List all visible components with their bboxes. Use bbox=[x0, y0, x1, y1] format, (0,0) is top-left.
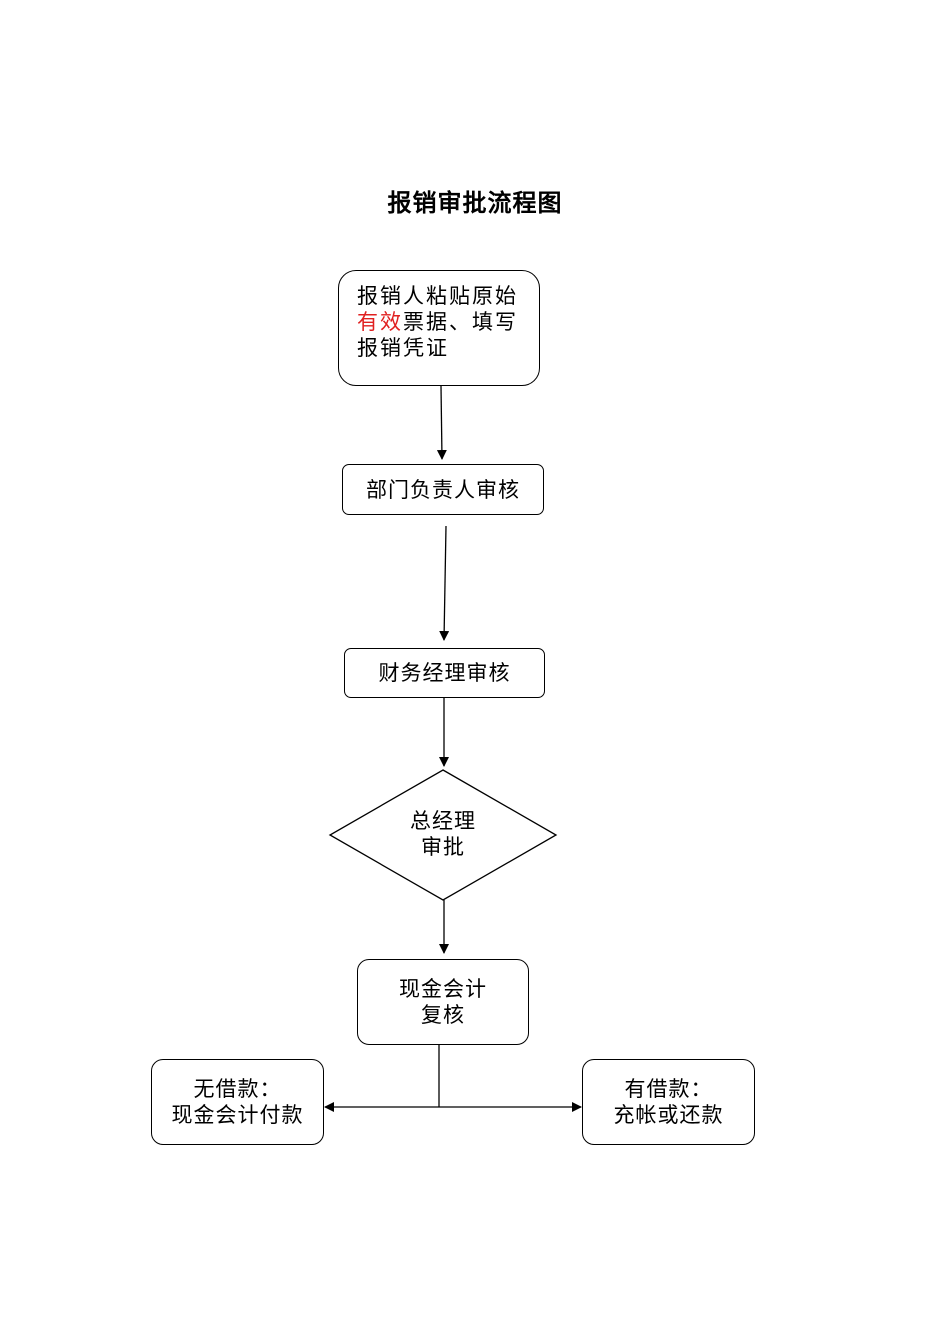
step-finance-review: 财务经理审核 bbox=[344, 648, 545, 698]
step-submit-line1: 报销人粘贴原始 bbox=[357, 284, 518, 308]
step-no-loan-line1: 无借款： bbox=[193, 1077, 282, 1101]
step-has-loan-settlement: 有借款： 充帐或还款 bbox=[582, 1059, 755, 1145]
step-has-loan-line2: 充帐或还款 bbox=[613, 1103, 724, 1127]
gm-approval-diamond bbox=[328, 769, 558, 901]
step-finance-review-label: 财务经理审核 bbox=[378, 661, 511, 685]
step-cashier-line1: 现金会计 bbox=[399, 977, 487, 1001]
arrow-start-to-dept bbox=[436, 385, 447, 460]
step-gm-approval: 总经理 审批 bbox=[370, 808, 516, 860]
step-submit-line3: 报销凭证 bbox=[357, 336, 449, 360]
step-no-loan-line2: 现金会计付款 bbox=[171, 1103, 304, 1127]
step-submit-line2: 有效票据、填写 bbox=[357, 309, 539, 335]
step-cashier-line2: 复核 bbox=[421, 1003, 465, 1027]
step-cashier-review: 现金会计 复核 bbox=[357, 959, 529, 1045]
step-has-loan-line1: 有借款： bbox=[624, 1077, 713, 1101]
step-submit-line2-rest: 票据、填写 bbox=[403, 310, 518, 334]
page-title: 报销审批流程图 bbox=[387, 189, 563, 217]
step-dept-review-label: 部门负责人审核 bbox=[366, 477, 520, 502]
valid-highlight: 有效 bbox=[357, 310, 403, 334]
step-submit-reimbursement: 报销人粘贴原始 有效票据、填写 报销凭证 bbox=[338, 270, 540, 386]
arrow-dept-to-finance bbox=[439, 525, 450, 641]
step-no-loan-payment: 无借款： 现金会计付款 bbox=[151, 1059, 324, 1145]
step-gm-line2: 审批 bbox=[421, 835, 465, 859]
step-dept-review: 部门负责人审核 bbox=[342, 464, 544, 515]
step-gm-line1: 总经理 bbox=[410, 809, 476, 833]
